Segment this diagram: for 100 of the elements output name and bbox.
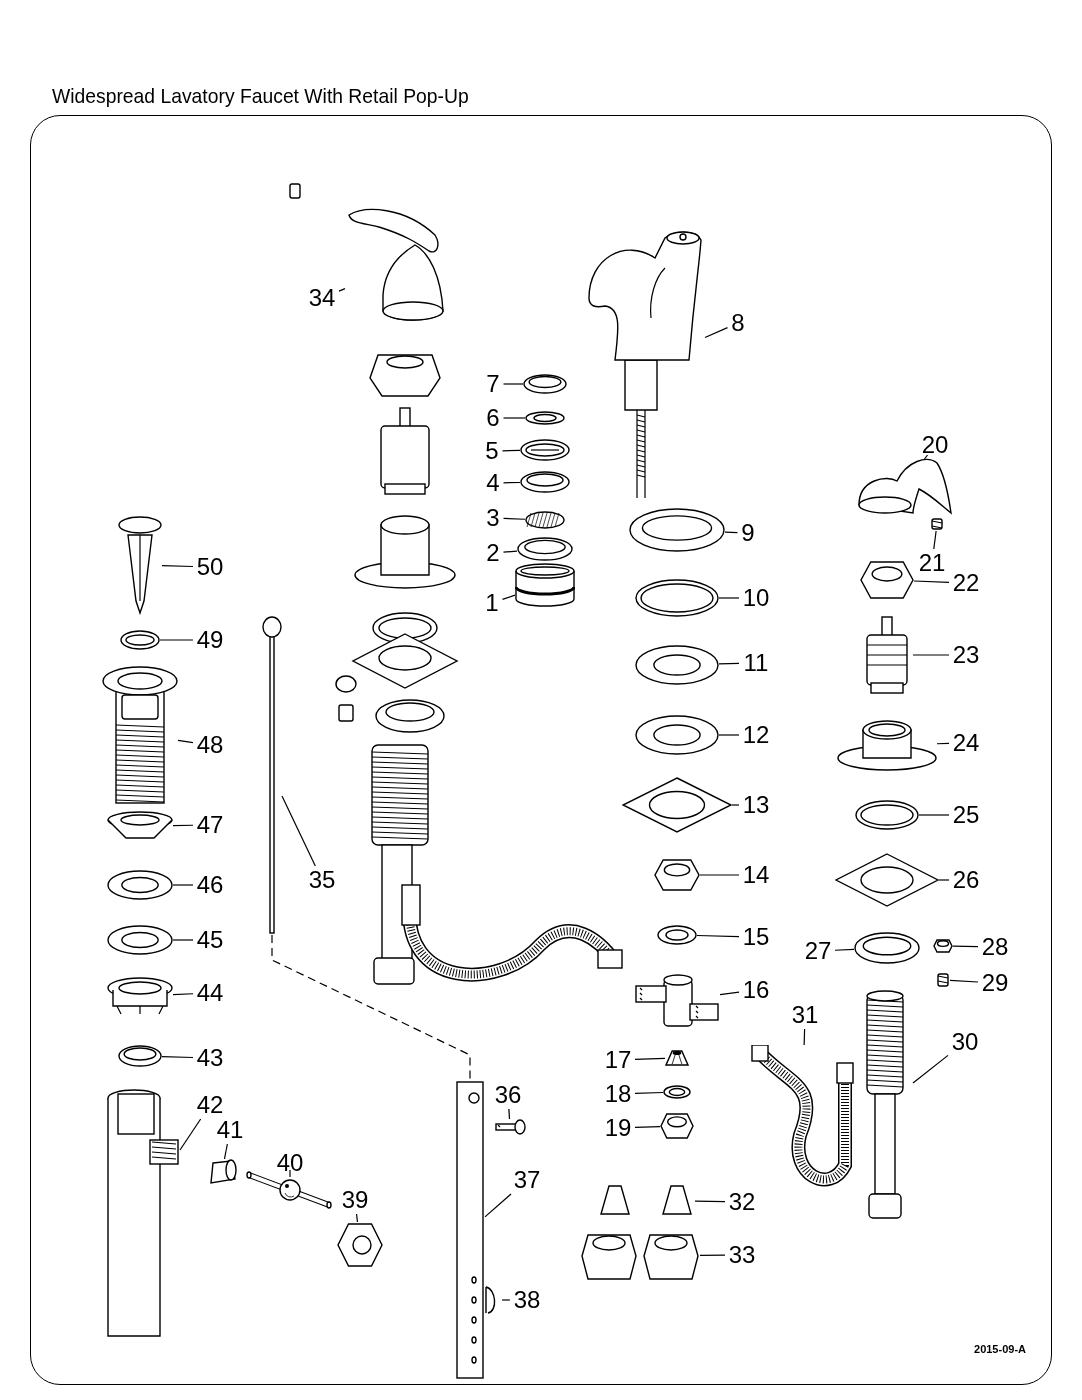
o-ring-drawing	[855, 800, 919, 830]
hex-nut-drawing	[933, 938, 953, 954]
callout-number: 25	[949, 801, 983, 829]
leader-line	[936, 742, 950, 745]
hex-nut-drawing	[660, 1112, 694, 1140]
callout-number: 47	[193, 811, 227, 839]
callout-number: 6	[482, 404, 504, 432]
callout-number: 35	[305, 866, 339, 894]
ring-drawing	[523, 374, 567, 394]
flange-ring-drawing	[107, 976, 173, 1016]
set-screw-drawing	[930, 517, 944, 531]
leader-line	[718, 662, 740, 665]
escutcheon-drawing	[837, 718, 937, 772]
o-ring-drawing	[635, 579, 719, 617]
washer-drawing	[663, 1085, 691, 1099]
bushing-drawing	[207, 1159, 237, 1185]
leader-line	[949, 979, 979, 983]
callout-number: 45	[193, 926, 227, 954]
callout-number: 8	[727, 309, 749, 337]
leader-line	[502, 383, 524, 385]
leader-line	[718, 597, 740, 599]
leader-line	[179, 1118, 202, 1151]
leader-line	[634, 1091, 664, 1094]
lift-rod-drawing	[262, 615, 282, 935]
cone-washer-drawing	[107, 810, 173, 842]
washer-drawing	[635, 715, 719, 755]
leader-line	[696, 934, 740, 938]
leader-line	[834, 948, 855, 951]
callout-number: 46	[193, 871, 227, 899]
callout-number: 43	[193, 1044, 227, 1072]
callout-number: 27	[801, 937, 835, 965]
leader-line	[355, 1213, 359, 1223]
drain-body-drawing	[102, 665, 178, 805]
mesh-screen-drawing	[525, 511, 565, 529]
callout-number: 14	[739, 861, 773, 889]
square-gasket-drawing	[835, 853, 939, 907]
leader-line	[502, 550, 518, 553]
leader-line	[501, 1299, 511, 1301]
callout-number: 3	[482, 504, 504, 532]
leader-line	[699, 1254, 726, 1256]
callout-number: 16	[739, 976, 773, 1004]
washer-drawing	[525, 411, 565, 425]
callout-number: 24	[949, 729, 983, 757]
leader-line	[159, 639, 194, 641]
screen-disc-drawing	[520, 439, 570, 461]
callout-number: 17	[601, 1046, 635, 1074]
callout-number: 15	[739, 923, 773, 951]
callout-number: 20	[918, 431, 952, 459]
aerator-housing-drawing	[515, 563, 575, 607]
washer-drawing	[107, 925, 173, 955]
leader-line	[923, 454, 929, 460]
tee-fitting-drawing	[634, 972, 720, 1028]
ring-drawing	[517, 537, 573, 561]
ring-drawing	[629, 508, 725, 552]
ring-drawing	[520, 471, 570, 493]
callout-number: 5	[481, 437, 503, 465]
pivot-nut-drawing	[337, 1222, 383, 1268]
ring-drawing	[854, 932, 920, 964]
spout-drawing	[585, 228, 705, 500]
callout-number: 39	[338, 1186, 372, 1214]
callout-number: 32	[725, 1188, 759, 1216]
leader-line	[694, 1200, 726, 1203]
callout-number: 22	[949, 569, 983, 597]
leader-line	[731, 804, 740, 806]
o-ring-drawing	[120, 630, 160, 650]
leader-line	[508, 1108, 511, 1120]
leader-line	[938, 879, 950, 881]
leader-line	[161, 1056, 194, 1059]
hex-nut-drawing	[654, 858, 700, 892]
leader-line	[172, 824, 194, 827]
callout-number: 34	[305, 284, 339, 312]
leader-line	[172, 993, 194, 996]
leader-line	[223, 1143, 228, 1160]
callout-number: 12	[739, 721, 773, 749]
leader-line	[172, 939, 194, 941]
pivot-rod-drawing	[245, 1170, 335, 1210]
callout-number: 38	[510, 1286, 544, 1314]
callout-number: 30	[948, 1028, 982, 1056]
callout-number: 42	[193, 1091, 227, 1119]
washer-drawing	[657, 925, 697, 945]
callout-number: 23	[949, 641, 983, 669]
callout-number: 48	[193, 731, 227, 759]
callout-number: 37	[510, 1166, 544, 1194]
diagram-title: Widespread Lavatory Faucet With Retail Pop-Up	[52, 84, 469, 108]
leader-line	[912, 654, 950, 656]
callout-number: 4	[482, 469, 504, 497]
leader-line	[484, 1193, 512, 1218]
callout-number: 10	[739, 584, 773, 612]
dashed-alignment-line	[271, 934, 471, 1081]
leader-line	[704, 327, 729, 339]
leader-line	[161, 565, 194, 568]
leader-line	[634, 1057, 666, 1060]
leader-line	[338, 288, 346, 292]
leader-line	[502, 517, 526, 520]
leader-line	[281, 795, 316, 867]
leader-line	[177, 739, 194, 744]
callout-number: 19	[601, 1114, 635, 1142]
callout-number: 11	[739, 649, 773, 677]
leader-line	[501, 594, 516, 601]
callout-number: 40	[273, 1149, 307, 1177]
